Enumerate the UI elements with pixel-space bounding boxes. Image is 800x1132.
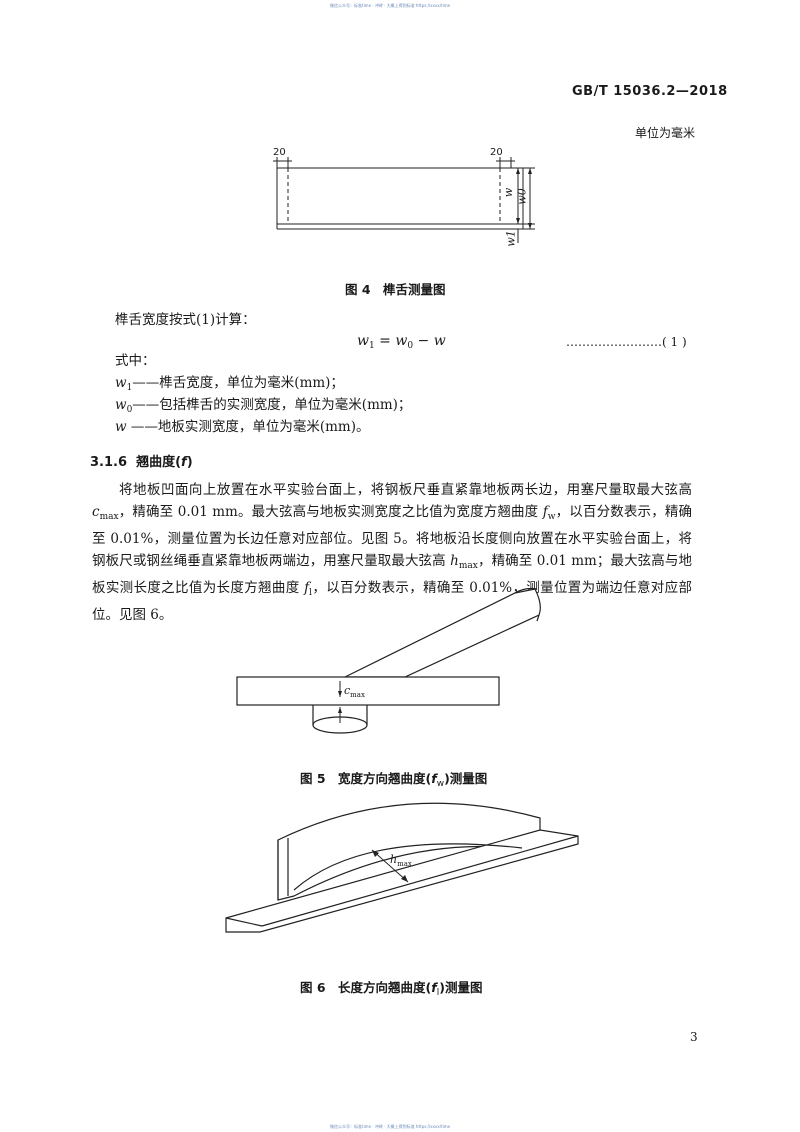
unit-note: 单位为毫米 [635,126,696,140]
dim-right-20: 20 [490,147,503,158]
formula-1: w1 = w0 − w [357,333,446,351]
label-hmax: hmax [390,853,412,868]
standard-number: GB/T 15036.2—2018 [572,84,728,99]
flat-ruler [225,829,579,933]
where-item: w1——榫舌宽度，单位为毫米(mm)； [115,375,344,393]
formula-intro: 榫舌宽度按式(1)计算： [115,312,256,328]
formula-number: ……………………( 1 ) [566,335,687,349]
figure-5-caption: 图 5 宽度方向翘曲度(fw)测量图 [300,771,488,789]
figure-4-caption: 图 4 榫舌测量图 [345,282,446,297]
board-outline [276,167,524,225]
where-label: 式中： [115,353,156,369]
page-number: 3 [690,1030,698,1044]
figure-6-drawing [225,802,579,933]
dim-w0: w0 [515,188,529,205]
dim-w1: w1 [504,230,518,247]
figure-6-caption: 图 6 长度方向翘曲度(fl)测量图 [300,980,483,998]
where-item: w ——地板实测宽度，单位为毫米(mm)。 [115,419,370,435]
label-cmax: cmax [344,684,365,699]
figure-4-drawing [273,157,535,243]
steel-ruler [236,676,500,706]
bottom-watermark: 微信公众号：标准time · 冲砖 · 大概上得到标准 https://xxxx… [330,1124,451,1129]
top-watermark: 微信公众号：标准time · 冲砖 · 大概上得到标准 https://xxxx… [330,3,451,8]
where-item: w0——包括榫舌的实测宽度，单位为毫米(mm)； [115,397,412,415]
body-paragraph: 将地板凹面向上放置在水平实验台面上，将钢板尺垂直紧靠地板两长边，用塞尺量取最大弦… [92,482,692,623]
figure-5-drawing [236,587,541,734]
dim-left-20: 20 [273,147,286,158]
section-heading: 3.1.6 翘曲度(f) [90,455,193,470]
warped-board [344,588,541,678]
dim-w: w [502,187,516,198]
